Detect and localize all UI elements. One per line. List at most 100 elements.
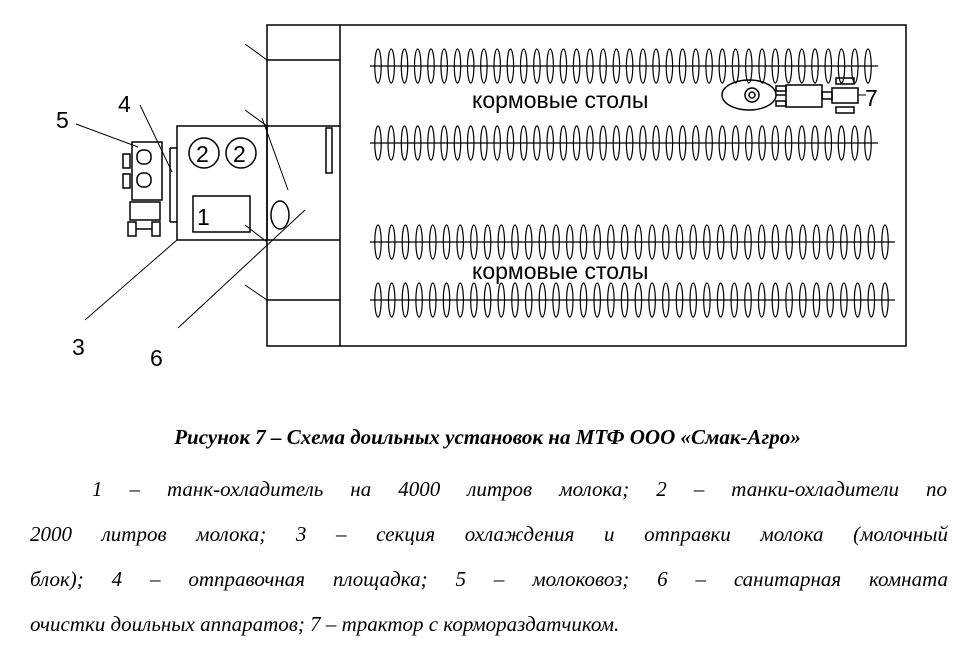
cooling-tank-2b [225,137,257,169]
cow-stall [853,224,862,260]
cow-stall [401,224,410,260]
feed-tables-label-bottom: кормовые столы [472,258,648,284]
cow-stall [493,125,502,161]
cow-stall [546,48,555,84]
cow-stall [586,125,594,161]
cow-stall [648,224,656,260]
cow-stall [703,224,711,260]
cow-stall [652,125,660,161]
cow-stall [453,125,462,161]
cow-stall [519,48,528,84]
cow-stall [387,224,396,260]
cow-stall [506,48,515,84]
cow-stall [718,125,727,161]
cow-stall [620,282,629,318]
cow-stall [675,282,684,318]
cow-stall [400,48,409,84]
cow-stall [812,224,821,260]
cow-stall [428,282,437,318]
cooling-tank-1 [192,195,251,233]
cow-stall [718,48,727,84]
cow-stall [784,48,793,84]
cow-stall [511,224,519,260]
cow-stall [837,48,846,84]
cow-stall [413,125,422,161]
figure-title: Рисунок 7 – Схема доильных установок на … [174,425,801,449]
cow-stall [758,48,766,84]
cow-stall [744,282,752,318]
cow-stall [881,282,889,318]
cow-stall [652,48,660,84]
cow-stall [599,48,607,84]
cow-stall [797,48,806,84]
cow-stall [785,282,793,318]
cow-stall [811,48,819,84]
cow-stall [593,224,602,260]
label-6: 6 [150,345,163,371]
cow-stall [506,125,515,161]
cow-stall [691,125,700,161]
cow-stall [497,282,506,318]
cow-stall [374,282,382,318]
cow-stall [797,125,806,161]
cow-stall [559,48,568,84]
cow-stall [483,282,492,318]
cow-stall [758,125,766,161]
cow-stall [744,224,752,260]
cow-stall [689,224,698,260]
cow-stall [634,282,643,318]
cow-stall [493,48,502,84]
cow-stall [785,224,793,260]
tractor-feeder [721,77,859,114]
cow-stall [456,282,465,318]
cow-stall [771,125,780,161]
cow-stall [470,224,478,260]
cow-stall [867,224,876,260]
cow-stall [620,224,629,260]
cow-stall [716,224,725,260]
leader-lines [75,43,866,329]
cow-stall [689,282,698,318]
label-4: 4 [118,91,131,117]
cow-stall [470,282,478,318]
cow-stall [511,282,519,318]
cow-stall [440,48,449,84]
cow-stall [853,282,862,318]
cow-stall [607,282,615,318]
cow-stall [757,282,766,318]
milk-block [176,125,268,241]
cow-stall [427,125,435,161]
cow-stall [559,125,568,161]
cow-stall [840,282,848,318]
cow-stall [625,125,634,161]
milk-truck [122,141,163,237]
cow-stall [480,125,488,161]
cow-stall [850,48,859,84]
cow-stall [552,224,560,260]
cow-stall [387,125,396,161]
cow-stall [705,125,713,161]
cow-stall [442,224,451,260]
cow-stall [798,224,807,260]
cow-stall [565,224,574,260]
cow-stall [811,125,819,161]
cow-stall [812,282,821,318]
cow-stall [826,282,835,318]
cow-stall [466,125,475,161]
cow-stall [625,48,634,84]
cow-stall [703,282,711,318]
cow-stall [593,282,602,318]
cow-stall [612,48,621,84]
cow-stall [480,48,488,84]
cow-stall [607,224,615,260]
cow-stall [824,125,833,161]
cooling-tank-2a [188,137,220,169]
label-3: 3 [72,334,85,360]
door [325,127,333,174]
cow-stall [731,48,740,84]
caption-line-4: очистки доильных аппаратов; 7 – трактор … [30,612,620,636]
cow-stall [374,48,382,84]
cow-stall [864,125,872,161]
cow-stall [565,282,574,318]
cow-stall [456,224,465,260]
